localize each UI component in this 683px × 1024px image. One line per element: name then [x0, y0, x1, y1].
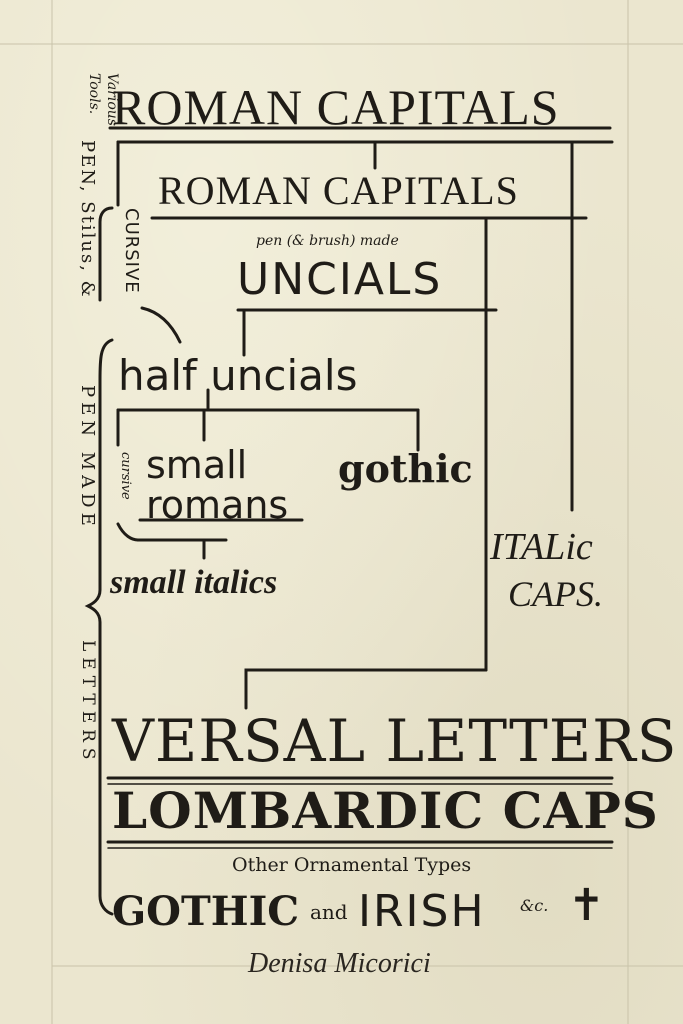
- etc-text: &c.: [520, 896, 549, 915]
- uncials-heading: UNCIALS: [237, 254, 443, 305]
- side-label-pen-made: PEN MADE: [77, 385, 98, 531]
- small-heading: small: [146, 443, 248, 487]
- and-text: and: [310, 900, 348, 924]
- lombardic-caps-heading: LOMBARDIC CAPS: [112, 781, 659, 840]
- italic-heading: ITALic: [490, 526, 593, 568]
- cross-icon: ✝: [568, 880, 605, 931]
- versal-letters-heading: VERSAL LETTERS: [112, 707, 678, 775]
- signature: Denisa Micorici: [248, 948, 431, 979]
- side-label-cursive-upper: CURSIVE: [121, 208, 142, 294]
- small-italics-heading: small italics: [110, 564, 278, 601]
- gothic-caps-heading: GOTHIC: [112, 888, 300, 935]
- side-label-cursive-lower: cursive: [118, 452, 133, 500]
- half-uncials-heading: half uncials: [118, 351, 358, 400]
- curve-to-small-italics: [116, 522, 140, 542]
- other-ornamental-note: Other Ornamental Types: [232, 854, 472, 876]
- pen-made-brace: [84, 338, 114, 916]
- side-label-pen-stilus: PEN, Stilus, &: [77, 140, 98, 299]
- romans-heading: romans: [146, 483, 289, 527]
- connector-to-versal: [244, 668, 488, 710]
- roman-capitals-heading: ROMAN CAPITALS: [112, 79, 560, 135]
- pen-brush-note: pen (& brush) made: [256, 233, 399, 249]
- side-label-various: Various: [104, 73, 120, 126]
- side-label-letters: LETTERS: [78, 640, 98, 766]
- cursive-brace-top: [98, 206, 114, 302]
- irish-heading: IRISH: [358, 886, 486, 937]
- cursive-arrow: [140, 306, 182, 344]
- gothic-heading: gothic: [338, 446, 473, 491]
- caps-heading: CAPS.: [508, 574, 603, 614]
- roman-capitals-pen-heading: ROMAN CAPITALS: [158, 168, 519, 213]
- side-label-tools: Tools.: [86, 73, 102, 115]
